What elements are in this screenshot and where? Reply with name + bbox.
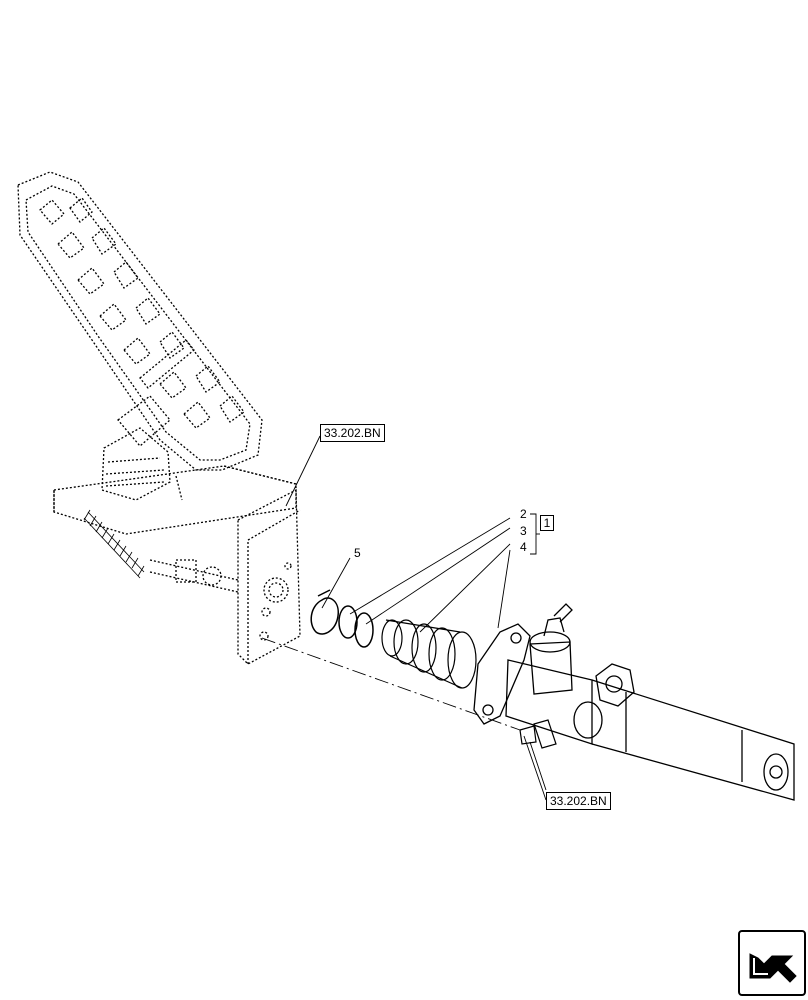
master-cylinder bbox=[473, 603, 795, 801]
reference-label-top[interactable]: 33.202.BN bbox=[320, 424, 385, 442]
callout-item-2: 2 bbox=[520, 507, 527, 521]
pedal-tread-pattern bbox=[39, 197, 245, 429]
mounting-bolt bbox=[519, 719, 557, 749]
assembly-axis-line bbox=[261, 637, 521, 731]
callout-item-5: 5 bbox=[354, 546, 361, 560]
reference-label-bottom[interactable]: 33.202.BN bbox=[546, 792, 611, 810]
group-label-box: 1 bbox=[540, 515, 554, 531]
rubber-boot bbox=[381, 619, 477, 689]
callout-item-4: 4 bbox=[520, 540, 527, 554]
return-spring bbox=[83, 509, 145, 579]
return-navigation-button[interactable] bbox=[738, 930, 806, 996]
seal-rings bbox=[338, 605, 374, 648]
retaining-clip bbox=[310, 589, 339, 635]
return-arrow-icon bbox=[749, 953, 797, 983]
leader-lines bbox=[285, 435, 547, 801]
callout-item-3: 3 bbox=[520, 524, 527, 538]
pedal-phantom bbox=[17, 171, 301, 665]
